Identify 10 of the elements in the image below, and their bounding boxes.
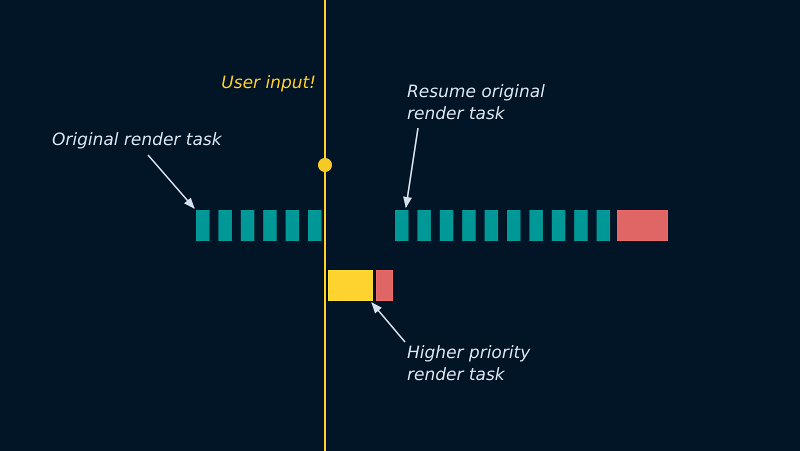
- callout-text: Higher priority render task: [407, 342, 532, 386]
- task-segments: [196, 210, 322, 241]
- event-label: User input!: [221, 72, 316, 94]
- callout-text: Resume original render task: [407, 81, 546, 125]
- task-segments: [395, 210, 610, 241]
- leader-arrow: [147, 154, 195, 209]
- priority-task-bar: [328, 270, 373, 301]
- leader-arrow: [403, 128, 419, 208]
- callout-text: Original render task: [52, 129, 223, 151]
- leader-arrow: [371, 302, 406, 343]
